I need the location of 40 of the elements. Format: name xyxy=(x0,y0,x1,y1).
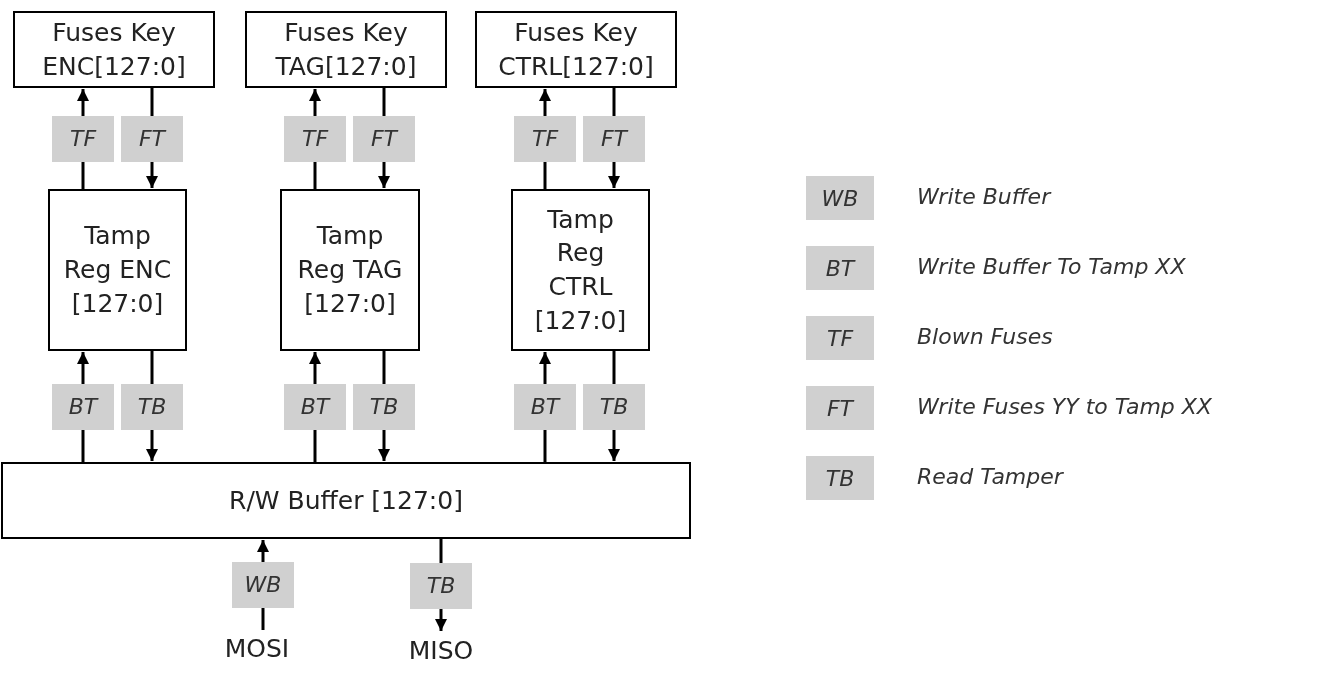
legend-swatch: BT xyxy=(806,246,874,290)
block-label: Tamp Reg TAG [127:0] xyxy=(296,220,404,320)
block-label: R/W Buffer [127:0] xyxy=(228,484,464,517)
block-label: Fuses Key CTRL[127:0] xyxy=(497,16,655,83)
edge-label: TB xyxy=(353,383,415,430)
legend-text: Write Buffer xyxy=(917,184,1051,209)
edge-label: BT xyxy=(284,383,346,430)
edge-label: FT xyxy=(353,115,415,162)
edge-label: TF xyxy=(52,115,114,162)
block-label: Tamp Reg CTRL [127:0] xyxy=(533,203,628,337)
block-box xyxy=(1,462,691,539)
legend-text: Write Fuses YY to Tamp XX xyxy=(917,394,1212,419)
edge-label: TF xyxy=(284,115,346,162)
edge-label: TB xyxy=(410,562,472,609)
edge-label: TB xyxy=(121,383,183,430)
block-box xyxy=(475,11,677,88)
legend-text: Write Buffer To Tamp XX xyxy=(917,254,1186,279)
signal-name: MISO xyxy=(407,635,475,668)
edge-label: WB xyxy=(232,561,294,608)
block-box xyxy=(48,189,187,351)
edge-label: BT xyxy=(514,383,576,430)
signal-name: MOSI xyxy=(223,633,291,666)
block-label: Fuses Key TAG[127:0] xyxy=(274,16,418,83)
block-label: Fuses Key ENC[127:0] xyxy=(41,16,187,83)
edge-label: FT xyxy=(583,115,645,162)
block-box xyxy=(13,11,215,88)
legend-swatch: WB xyxy=(806,176,874,220)
block-box xyxy=(511,189,650,351)
legend-text: Blown Fuses xyxy=(917,324,1053,349)
edge-label: FT xyxy=(121,115,183,162)
block-box xyxy=(245,11,447,88)
legend-swatch: TF xyxy=(806,316,874,360)
block-box xyxy=(280,189,420,351)
legend-swatch: TB xyxy=(806,456,874,500)
edge-label: BT xyxy=(52,383,114,430)
edge-label: TB xyxy=(583,383,645,430)
edge-label: TF xyxy=(514,115,576,162)
block-label: Tamp Reg ENC [127:0] xyxy=(62,220,173,320)
legend-swatch: FT xyxy=(806,386,874,430)
legend-text: Read Tamper xyxy=(917,464,1063,489)
